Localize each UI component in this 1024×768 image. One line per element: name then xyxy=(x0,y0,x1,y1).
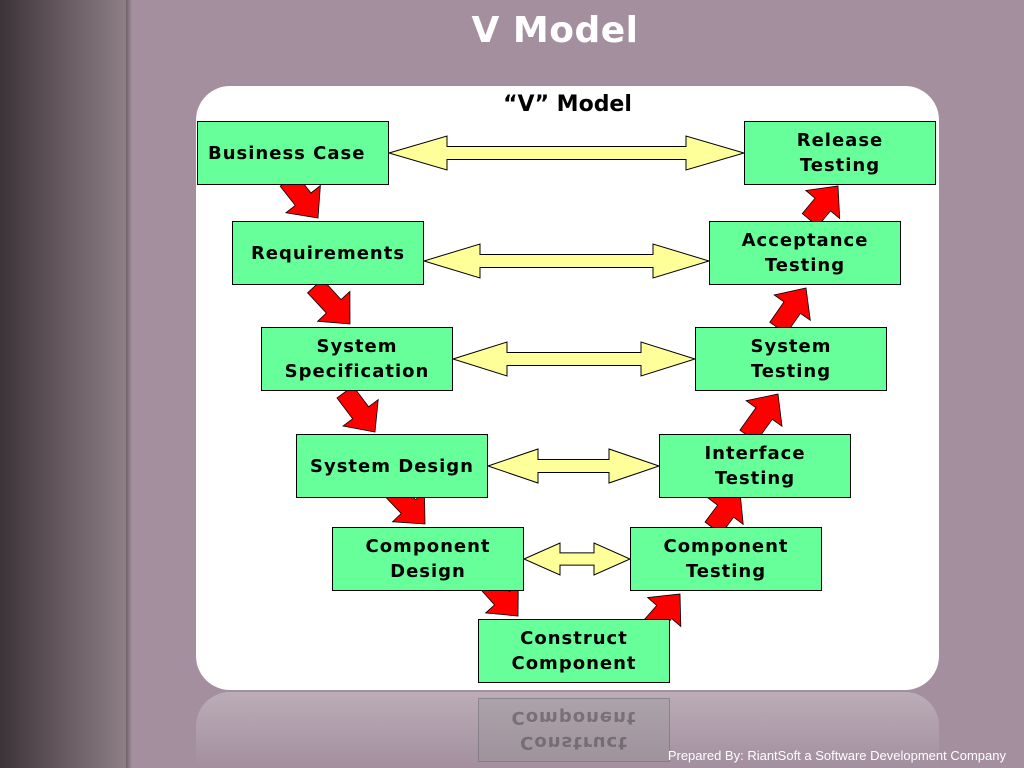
node-release-testing: Release Testing xyxy=(744,121,936,185)
node-line: Testing xyxy=(799,155,881,176)
horizontal-double-arrows xyxy=(387,135,746,576)
double-arrow-business-release xyxy=(387,135,746,171)
node-line: Component xyxy=(365,536,491,557)
node-acceptance-testing: Acceptance Testing xyxy=(709,221,901,285)
node-line: Release xyxy=(796,130,884,151)
slide-title: V Model xyxy=(471,10,639,51)
node-line: Component xyxy=(511,653,637,674)
node-line: Testing xyxy=(714,468,796,489)
flow-arrow-acceptance-to-release-testing xyxy=(801,185,841,227)
node-line: Testing xyxy=(750,361,832,382)
node-line: Design xyxy=(390,561,466,582)
double-arrow-component-design-testing xyxy=(522,542,632,576)
node-line: System Design xyxy=(310,455,474,477)
footer-credit: Prepared By: RiantSoft a Software Develo… xyxy=(667,748,1006,763)
node-line: System xyxy=(750,336,832,357)
panel-reflection: Construct Component xyxy=(196,692,939,768)
node-line: System xyxy=(316,336,398,357)
side-bar-edge xyxy=(126,0,132,768)
node-line: Component xyxy=(663,536,789,557)
node-line: Specification xyxy=(284,361,430,382)
flow-arrow-interface-to-system-testing xyxy=(739,393,783,443)
node-component-testing: Component Testing xyxy=(630,527,822,591)
flow-arrow-system-to-acceptance-testing xyxy=(769,287,811,335)
node-system-design: System Design xyxy=(296,434,488,498)
node-line: Construct xyxy=(520,628,628,649)
side-bar xyxy=(0,0,126,768)
node-interface-testing: Interface Testing xyxy=(659,434,851,498)
node-line: Acceptance xyxy=(741,230,869,251)
node-line: Requirements xyxy=(250,242,406,264)
double-arrow-design-interface xyxy=(486,448,661,484)
double-arrow-specification-system-testing xyxy=(451,341,697,377)
node-system-specification: System Specification xyxy=(261,327,453,391)
node-component-design: Component Design xyxy=(332,527,524,591)
node-line: Testing xyxy=(685,561,767,582)
node-line: Testing xyxy=(764,255,846,276)
double-arrow-requirements-acceptance xyxy=(422,243,711,279)
flow-arrow-specification-to-design xyxy=(336,385,379,433)
node-line: Business Case xyxy=(208,142,366,164)
flow-arrow-requirements-to-specification xyxy=(307,278,351,325)
node-requirements: Requirements xyxy=(232,221,424,285)
node-construct-component: Construct Component xyxy=(478,619,670,683)
diagram-title: “V” Model xyxy=(503,92,632,117)
node-system-testing: System Testing xyxy=(695,327,887,391)
node-business-case: Business Case xyxy=(197,121,389,185)
node-line: Interface xyxy=(704,443,806,464)
